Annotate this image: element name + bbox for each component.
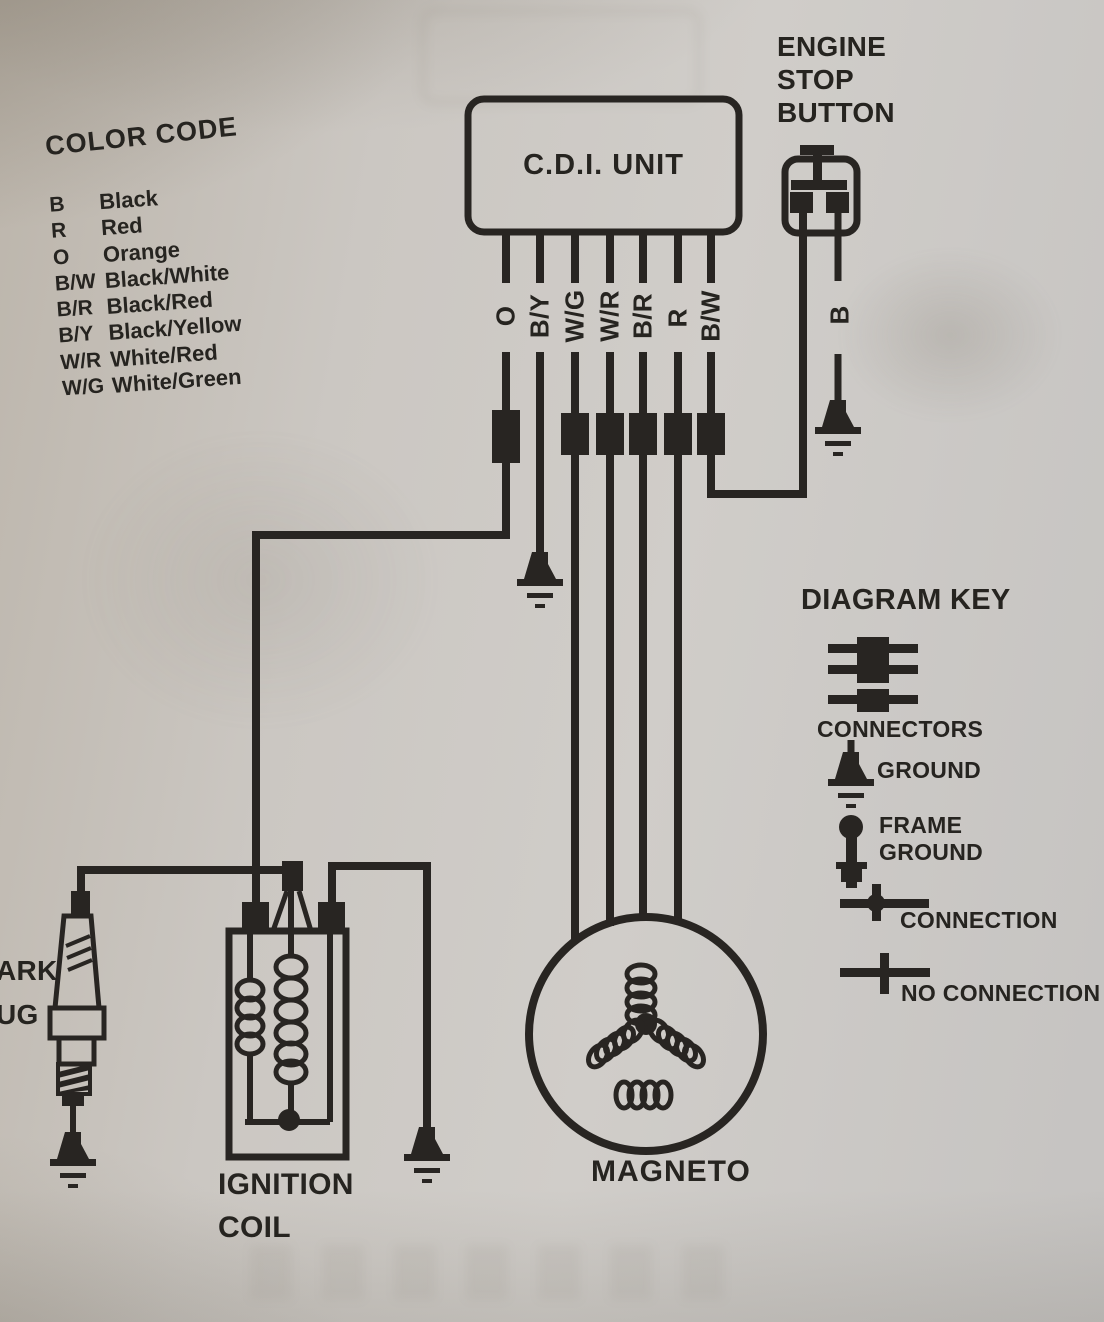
ignition-coil-label-line1: IGNITION <box>218 1168 354 1201</box>
wire-label-wg: W/G <box>559 289 590 343</box>
color-code-abbrev: B/Y <box>57 322 95 348</box>
magneto-left-coil <box>585 1017 646 1070</box>
plug-cap <box>71 891 90 916</box>
connector-block <box>596 413 624 455</box>
magneto-label: MAGNETO <box>591 1155 751 1188</box>
wire-wg <box>561 352 589 942</box>
cdi-unit-label: C.D.I. UNIT <box>523 149 684 181</box>
key-ground-label: GROUND <box>877 757 982 783</box>
connector-block <box>629 413 657 455</box>
key-frame-ground-label-line1: FRAME <box>879 812 963 838</box>
coil-ground-wire <box>328 862 431 1128</box>
junction-dot <box>278 1109 300 1131</box>
magneto-symbol <box>525 913 767 1155</box>
connector-block <box>492 410 520 463</box>
ground-symbol <box>404 1127 450 1183</box>
key-ground-symbol <box>828 740 874 808</box>
color-code-abbrev: B/W <box>54 269 97 296</box>
key-connection-label: CONNECTION <box>900 907 1058 933</box>
wire-label-br: B/R <box>627 293 658 339</box>
ground-symbol <box>815 400 861 456</box>
wire-bw <box>697 210 807 498</box>
frame-ground-symbol <box>836 815 867 888</box>
ground-symbol <box>50 1132 96 1188</box>
cdi-unit-box <box>464 95 743 283</box>
color-code-abbrev: B <box>48 192 66 217</box>
no-connection-symbol <box>840 953 930 994</box>
spark-plug-wire <box>77 866 283 893</box>
ignition-coil-symbol <box>225 861 450 1183</box>
key-frame-ground-label-line2: GROUND <box>879 839 984 865</box>
connector-block <box>697 413 725 455</box>
ground-symbol <box>517 552 563 608</box>
connection-symbol <box>840 884 929 921</box>
primary-coil-winding <box>234 977 266 1057</box>
wire-o <box>252 352 520 903</box>
secondary-coil-winding <box>273 953 309 1086</box>
wire-label-b: B <box>824 305 855 325</box>
ht-terminal-block <box>282 861 303 891</box>
magneto-right-coil <box>646 1017 707 1070</box>
diagram-key-title: DIAGRAM KEY <box>801 584 1011 616</box>
wire-label-by: B/Y <box>524 293 555 339</box>
connector-block <box>242 902 269 933</box>
color-code-abbrev: W/G <box>61 374 105 401</box>
color-code-name: Red <box>100 212 144 241</box>
connector-block <box>318 902 345 933</box>
wire-r <box>664 352 692 924</box>
key-no-connection-label: NO CONNECTION <box>901 980 1101 1006</box>
ignition-coil-label-line2: COIL <box>218 1211 291 1244</box>
spark-plug-label-line2: UG <box>0 999 39 1030</box>
engine-stop-button-symbol <box>781 145 861 237</box>
spark-plug-label-line1: ARK <box>0 955 58 986</box>
wire-wr <box>596 352 624 926</box>
wire-label-bw: B/W <box>695 290 726 342</box>
color-code-abbrev: W/R <box>59 348 102 375</box>
color-code-abbrev: O <box>52 245 71 270</box>
key-connectors-label: CONNECTORS <box>817 716 984 742</box>
engine-stop-label-line2: STOP <box>777 64 854 95</box>
connectors-symbol <box>828 637 918 712</box>
wire-label-o: O <box>490 305 521 327</box>
wire-label-wr: W/R <box>594 290 625 342</box>
color-code-abbrev: B/R <box>55 296 94 322</box>
wire-label-r: R <box>662 308 693 328</box>
magneto-bottom-coil <box>613 1079 674 1111</box>
connector-block <box>561 413 589 455</box>
connector-block <box>664 413 692 455</box>
engine-stop-label-line3: BUTTON <box>777 97 895 128</box>
engine-stop-label-line1: ENGINE <box>777 31 887 62</box>
spark-plug-symbol <box>47 866 283 1188</box>
color-code-abbrev: R <box>50 219 68 244</box>
wire-by <box>517 352 563 608</box>
wire-br <box>629 352 657 919</box>
color-code-name: Black <box>98 185 159 215</box>
wire-b <box>815 213 861 456</box>
